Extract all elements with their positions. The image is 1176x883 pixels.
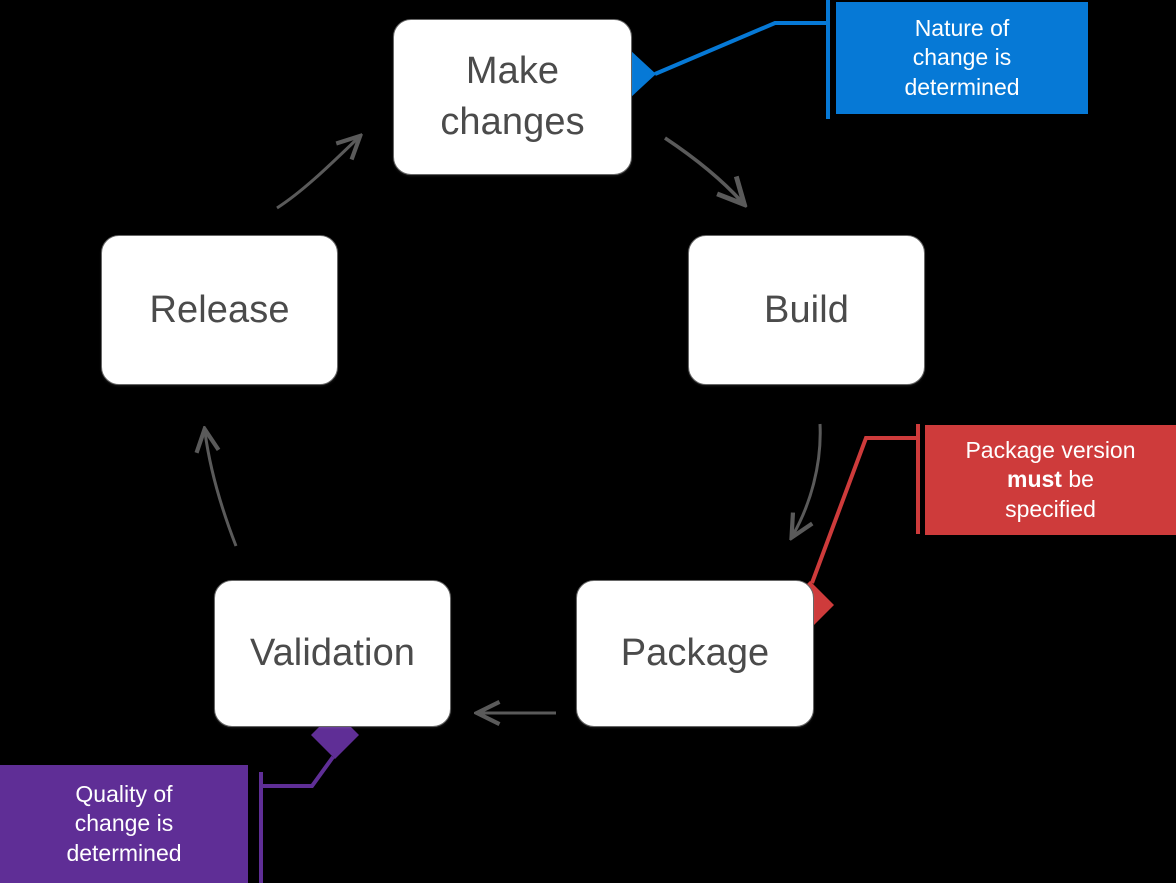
node-validation-label: Validation bbox=[249, 632, 416, 675]
node-package-label: Package bbox=[620, 632, 770, 675]
callout-package-version-bold: must bbox=[1007, 466, 1062, 493]
callout-quality-of-change-text: Quality of change is determined bbox=[66, 780, 182, 866]
callout-nature-of-change-text: Nature of change is determined bbox=[904, 14, 1020, 100]
arrow-make-changes-to-build bbox=[664, 136, 742, 202]
callout-package-version-part1: Package version bbox=[965, 436, 1136, 463]
callout-package-version-text: Package version must be specified bbox=[965, 436, 1135, 524]
arrow-validation-to-release bbox=[205, 432, 238, 547]
node-validation[interactable]: Validation bbox=[214, 580, 451, 727]
node-package[interactable]: Package bbox=[576, 580, 814, 727]
node-build-label: Build bbox=[764, 288, 849, 331]
callout-nature-of-change: Nature of change is determined bbox=[836, 2, 1088, 114]
node-release-label: Release bbox=[149, 288, 290, 331]
callout-package-version: Package version must be specified bbox=[925, 425, 1176, 535]
node-release[interactable]: Release bbox=[101, 235, 338, 385]
node-build[interactable]: Build bbox=[688, 235, 925, 385]
arrow-build-to-package bbox=[793, 423, 822, 535]
arrow-release-to-make-changes bbox=[276, 138, 358, 210]
node-make-changes[interactable]: Make changes bbox=[393, 19, 632, 175]
node-make-changes-label: Make changes bbox=[440, 50, 585, 143]
red-leader-line bbox=[810, 436, 918, 584]
callout-package-version-part2: be specified bbox=[1005, 466, 1096, 522]
blue-leader-line bbox=[654, 21, 828, 76]
callout-quality-of-change: Quality of change is determined bbox=[0, 765, 248, 883]
purple-leader-line bbox=[261, 755, 335, 788]
